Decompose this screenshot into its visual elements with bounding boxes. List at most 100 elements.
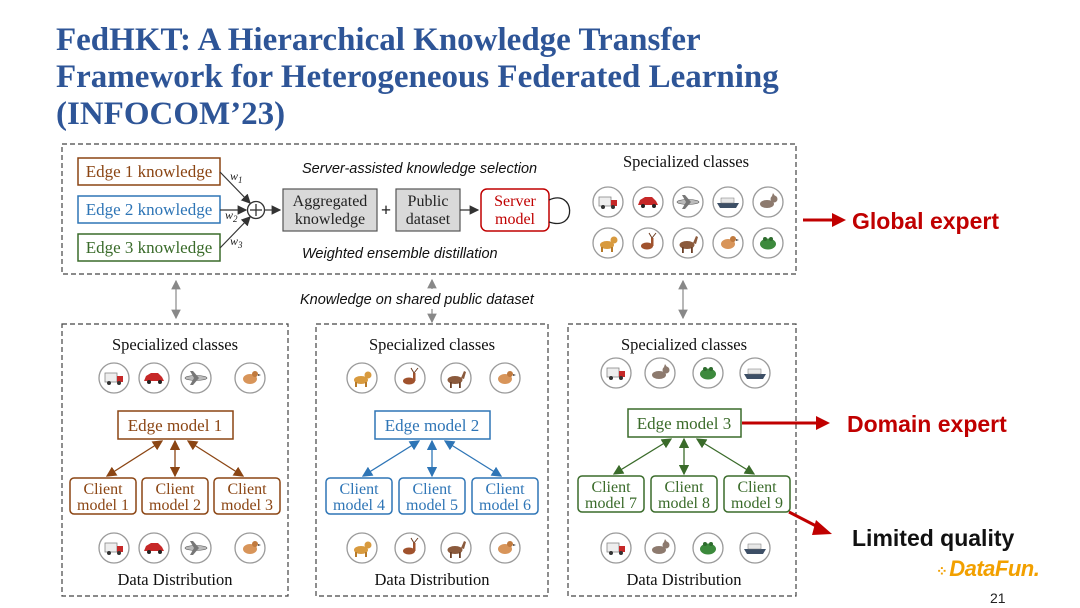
dog-icon: [347, 533, 377, 563]
bird-icon: [235, 363, 265, 393]
edge-model-3: Edge model 3: [628, 409, 741, 437]
svg-text:Edge 3 knowledge: Edge 3 knowledge: [86, 238, 213, 257]
svg-text:Client: Client: [227, 481, 267, 498]
caption-knowledge-selection: Server-assisted knowledge selection: [302, 161, 537, 177]
bird-icon: [490, 363, 520, 393]
shared-dataset-caption: Knowledge on shared public dataset: [300, 292, 535, 308]
bird-icon: [490, 533, 520, 563]
global-expert-label: Global expert: [852, 208, 999, 234]
svg-text:Client: Client: [737, 479, 777, 496]
server-specialized-title: Specialized classes: [623, 152, 749, 171]
svg-text:model 4: model 4: [333, 497, 385, 514]
client-model-1: Client model 1: [70, 478, 136, 514]
client-model-7: Client model 7: [578, 476, 644, 512]
edge2-distribution-title: Data Distribution: [374, 570, 489, 589]
client-model-2: Client model 2: [142, 478, 208, 514]
horse-icon: [441, 363, 471, 393]
dog-icon: [593, 228, 623, 258]
svg-text:knowledge: knowledge: [295, 211, 365, 228]
car-icon: [633, 187, 663, 217]
client-model-9: Client model 9: [724, 476, 790, 512]
airplane-icon: [181, 363, 211, 393]
bird-icon: [235, 533, 265, 563]
caption-ensemble-distillation: Weighted ensemble distillation: [302, 246, 498, 262]
horse-icon: [441, 533, 471, 563]
edge3-distribution-title: Data Distribution: [626, 570, 741, 589]
frog-icon: [693, 358, 723, 388]
edge3-distribution-icons: [601, 533, 770, 563]
edge1-specialized-title: Specialized classes: [112, 335, 238, 354]
edge2-distribution-icons: [347, 533, 520, 563]
ship-icon: [740, 358, 770, 388]
svg-text:Client: Client: [339, 481, 379, 498]
server-specialized-icons: [593, 187, 783, 258]
edge3-specialized-title: Specialized classes: [621, 335, 747, 354]
svg-text:Client: Client: [83, 481, 123, 498]
edge1-distribution-icons: [99, 533, 265, 563]
edge-model-2: Edge model 2: [375, 411, 490, 439]
ship-icon: [740, 533, 770, 563]
server-model-box: Server model: [481, 189, 549, 231]
truck-icon: [601, 533, 631, 563]
svg-text:Edge model 1: Edge model 1: [128, 416, 222, 435]
svg-text:model 9: model 9: [731, 495, 783, 512]
edge2-specialized-icons: [347, 363, 520, 393]
weight-1: w1: [230, 169, 243, 185]
airplane-icon: [181, 533, 211, 563]
edge-knowledge-1: Edge 1 knowledge: [78, 158, 220, 185]
airplane-icon: [673, 187, 703, 217]
page-number: 21: [990, 590, 1006, 606]
truck-icon: [99, 533, 129, 563]
edge3-specialized-icons: [601, 358, 770, 388]
sum-operator-icon: [248, 202, 265, 219]
limited-quality-label: Limited quality: [852, 525, 1015, 551]
svg-text:model: model: [495, 211, 536, 228]
cat-icon: [753, 187, 783, 217]
svg-text:Aggregated: Aggregated: [293, 193, 368, 210]
domain-expert-label: Domain expert: [847, 411, 1007, 437]
frog-icon: [753, 228, 783, 258]
svg-text:Client: Client: [155, 481, 195, 498]
public-dataset-box: Public dataset: [396, 189, 460, 231]
svg-text:Edge 1 knowledge: Edge 1 knowledge: [86, 162, 213, 181]
deer-icon: [633, 228, 663, 258]
plus-sign: +: [381, 200, 391, 220]
cat-icon: [645, 358, 675, 388]
svg-text:model 5: model 5: [406, 497, 458, 514]
edge1-distribution-title: Data Distribution: [117, 570, 232, 589]
aggregated-knowledge-box: Aggregated knowledge: [283, 189, 377, 231]
svg-text:Edge 2 knowledge: Edge 2 knowledge: [86, 200, 213, 219]
edge1-specialized-icons: [99, 363, 265, 393]
svg-text:model 6: model 6: [479, 497, 531, 514]
client-model-8: Client model 8: [651, 476, 717, 512]
svg-text:Edge model 2: Edge model 2: [385, 416, 479, 435]
horse-icon: [673, 228, 703, 258]
client-model-4: Client model 4: [326, 478, 392, 514]
svg-text:model 1: model 1: [77, 497, 129, 514]
svg-text:Public: Public: [408, 193, 449, 210]
edge-knowledge-2: Edge 2 knowledge: [78, 196, 220, 223]
car-icon: [139, 533, 169, 563]
svg-text:Client: Client: [591, 479, 631, 496]
deer-icon: [395, 533, 425, 563]
edge2-specialized-title: Specialized classes: [369, 335, 495, 354]
deer-icon: [395, 363, 425, 393]
edge-model-1: Edge model 1: [118, 411, 233, 439]
svg-text:model 7: model 7: [585, 495, 637, 512]
truck-icon: [593, 187, 623, 217]
svg-text:model 8: model 8: [658, 495, 710, 512]
client-model-6: Client model 6: [472, 478, 538, 514]
svg-text:Edge model 3: Edge model 3: [637, 414, 731, 433]
svg-text:Server: Server: [494, 193, 536, 210]
frog-icon: [693, 533, 723, 563]
svg-text:dataset: dataset: [406, 211, 451, 228]
bird-icon: [713, 228, 743, 258]
client-model-5: Client model 5: [399, 478, 465, 514]
ship-icon: [713, 187, 743, 217]
truck-icon: [601, 358, 631, 388]
datafun-logo: ⁘DataFun.: [936, 556, 1039, 582]
car-icon: [139, 363, 169, 393]
svg-text:Client: Client: [664, 479, 704, 496]
truck-icon: [99, 363, 129, 393]
